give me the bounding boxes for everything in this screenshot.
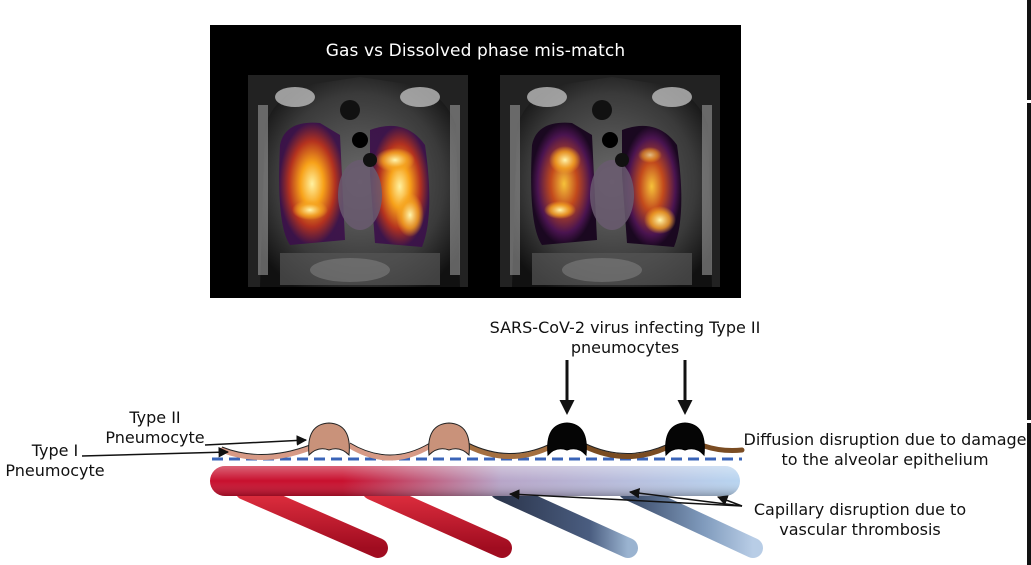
mri-scans: [248, 75, 720, 287]
mri-image-panel: Gas vs Dissolved phase mis-match: [210, 25, 741, 298]
type1-label: Type I Pneumocyte: [0, 441, 110, 481]
right-border: [1027, 0, 1031, 565]
type2-label: Type II Pneumocyte: [95, 408, 215, 448]
diffusion-label-line2: to the alveolar epithelium: [781, 450, 989, 469]
border-mark: [1027, 420, 1031, 423]
virus-label-line1: SARS-CoV-2 virus infecting Type II: [489, 318, 761, 337]
type1-pneumocyte-membrane: [219, 443, 745, 461]
branch-vessels: [235, 480, 763, 558]
capillary-label-line1: Capillary disruption due to: [753, 500, 967, 519]
diffusion-label-line1: Diffusion disruption due to damage: [743, 430, 1027, 449]
healthy-type2-cell: [308, 422, 350, 457]
right-mri-scan: [500, 75, 720, 287]
capillary-pointer-arrow-3: [717, 495, 743, 507]
mri-title: Gas vs Dissolved phase mis-match: [325, 41, 626, 61]
type1-label-line1: Type I: [31, 441, 79, 460]
branch-vessel-dark: [490, 480, 638, 558]
left-mri-scan: [248, 75, 468, 287]
type1-label-line2: Pneumocyte: [5, 461, 105, 480]
branch-vessel-light: [618, 480, 763, 558]
branch-vessel-red-2: [362, 480, 512, 558]
type1-pneumocyte-membrane-outline: [221, 442, 667, 456]
virus-label-line2: pneumocytes: [570, 338, 680, 357]
type1-pointer-arrow: [81, 447, 230, 458]
border-mark: [1027, 100, 1031, 103]
branch-vessel-red-1: [235, 480, 388, 558]
type2-pointer-arrow: [204, 435, 308, 446]
capillary-vessel: [210, 466, 740, 496]
healthy-type2-cell: [428, 422, 470, 457]
capillary-label-line2: vascular thrombosis: [779, 520, 941, 539]
infected-type2-cell: [547, 422, 587, 457]
infected-type2-cell: [665, 422, 705, 457]
type2-label-line2: Pneumocyte: [105, 428, 205, 447]
capillary-pointer-arrow-1: [508, 489, 743, 507]
diffusion-label: Diffusion disruption due to damage to th…: [740, 430, 1030, 470]
type2-label-line1: Type II: [129, 408, 181, 427]
virus-label: SARS-CoV-2 virus infecting Type II pneum…: [470, 318, 780, 358]
capillary-label: Capillary disruption due to vascular thr…: [740, 500, 980, 540]
